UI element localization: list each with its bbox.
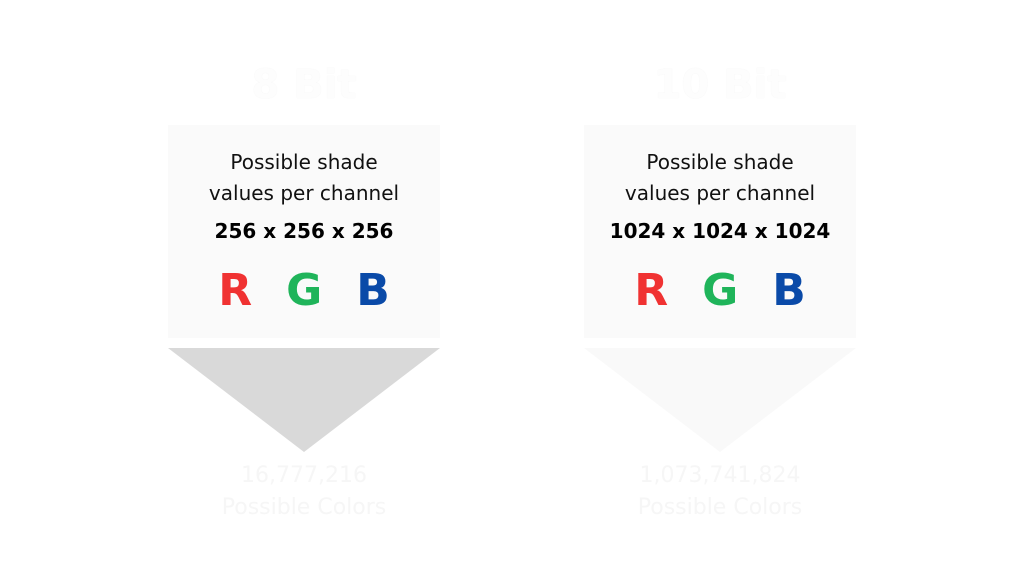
subtitle: values per channel — [208, 181, 400, 205]
arrow-triangle — [584, 348, 856, 452]
arrow-triangle — [168, 348, 440, 452]
total-label: Possible Colors — [637, 495, 803, 520]
g-letter: G — [286, 265, 323, 316]
total-label: Possible Colors — [221, 495, 387, 520]
total-colors: 16,777,216 — [241, 463, 367, 488]
r-letter: R — [218, 265, 253, 316]
total-colors: 1,073,741,824 — [639, 463, 801, 488]
panel-title: 10 Bit — [653, 62, 787, 108]
dimensions: 256 x 256 x 256 — [214, 219, 394, 243]
panel-title: 8 Bit — [251, 62, 357, 108]
subtitle: Possible shade — [646, 150, 794, 174]
r-letter: R — [634, 265, 669, 316]
b-letter: B — [772, 265, 806, 316]
info-box: Possible shade values per channel 1024 x … — [584, 125, 856, 338]
b-letter: B — [356, 265, 390, 316]
dimensions: 1024 x 1024 x 1024 — [609, 219, 831, 243]
subtitle: values per channel — [624, 181, 816, 205]
subtitle: Possible shade — [230, 150, 378, 174]
info-box: Possible shade values per channel 256 x 2… — [168, 125, 440, 338]
g-letter: G — [702, 265, 739, 316]
